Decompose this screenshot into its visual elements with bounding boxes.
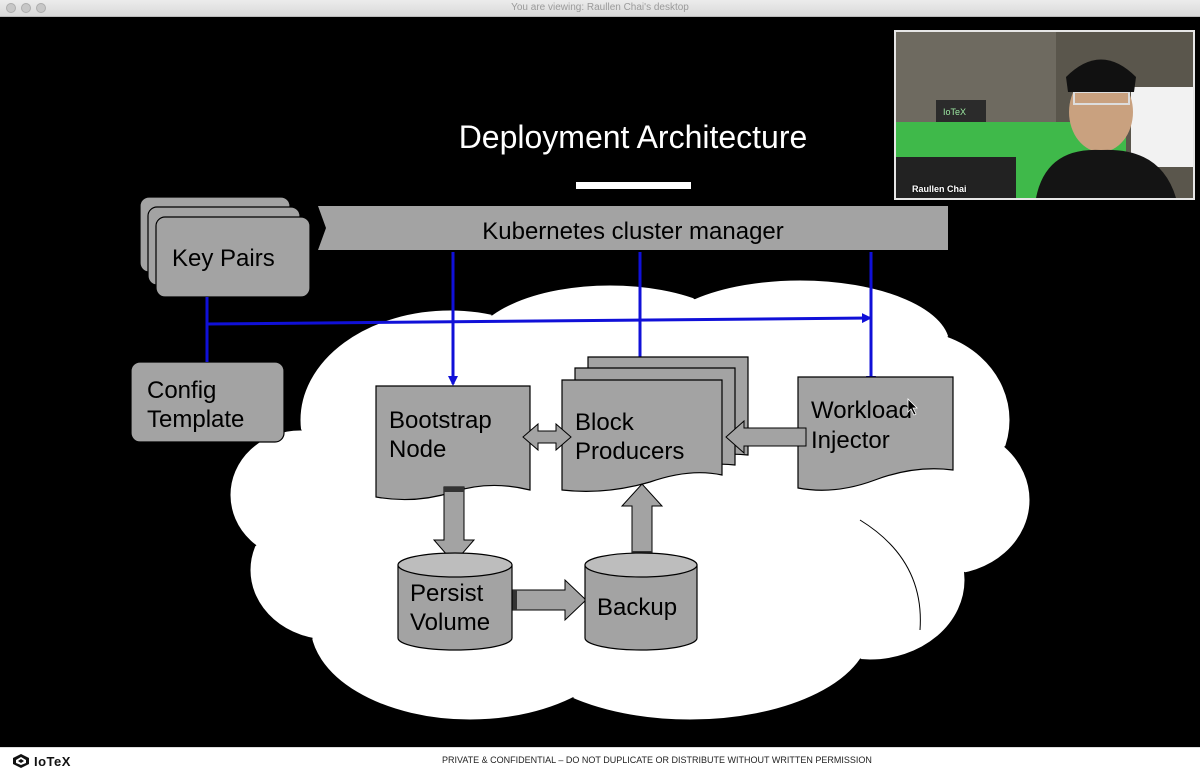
backup-label: Backup [597,594,677,621]
block-producers-node: Block Producers [561,356,749,492]
bootstrap-label-line1: Bootstrap [389,407,492,434]
bidirectional-arrow [522,422,572,452]
config-label-line1: Config [147,377,216,404]
blue-connectors [205,252,876,386]
key-pairs-node: Key Pairs [139,196,311,298]
key-pairs-label: Key Pairs [172,245,275,272]
config-template-node: Config Template [130,361,285,443]
kubernetes-node: Kubernetes cluster manager [318,206,948,250]
persist-volume-node: Persist Volume [397,552,513,651]
config-label-line2: Template [147,406,244,433]
footer-logo: IoTeX [12,753,71,769]
shared-slide: Deployment Architecture [0,17,1200,747]
backup-node: Backup [584,552,698,651]
video-scene: IoTeX [896,32,1193,198]
persist-label-line2: Volume [410,609,490,636]
architecture-diagram: Deployment Architecture [130,119,1031,721]
kubernetes-label: Kubernetes cluster manager [482,218,784,245]
workload-label-line1: Workload [811,397,912,424]
workload-to-block-arrow [725,419,807,455]
persist-to-backup-arrow [511,578,587,622]
persist-label-line1: Persist [410,580,484,607]
mouse-cursor-icon [907,398,918,416]
window-titlebar: You are viewing: Raullen Chai's desktop [0,0,1200,17]
workload-label-line2: Injector [811,427,890,454]
zoom-window-icon[interactable] [36,3,46,13]
cloud-inner-line [859,519,921,631]
person-body [1036,149,1176,198]
participant-name: Raullen Chai [912,184,967,194]
block-label-line2: Producers [575,438,684,465]
video-thumbnail[interactable]: IoTeX Raullen Chai [894,30,1195,200]
bootstrap-label-line2: Node [389,436,446,463]
video-logo-text: IoTeX [943,107,966,117]
title-underline [576,182,691,189]
confidential-notice: PRIVATE & CONFIDENTIAL – DO NOT DUPLICAT… [442,755,872,765]
iotex-logo-icon [13,754,29,768]
slide-title: Deployment Architecture [459,119,808,155]
block-label-line1: Block [575,409,635,436]
minimize-window-icon[interactable] [21,3,31,13]
iotex-sign [936,100,986,122]
window-title: You are viewing: Raullen Chai's desktop [511,2,689,13]
footer-bar: IoTeX PRIVATE & CONFIDENTIAL – DO NOT DU… [0,747,1200,773]
close-window-icon[interactable] [6,3,16,13]
footer-logo-text: IoTeX [34,753,71,769]
bootstrap-node: Bootstrap Node [375,385,531,501]
bootstrap-to-persist-arrow [432,486,476,564]
